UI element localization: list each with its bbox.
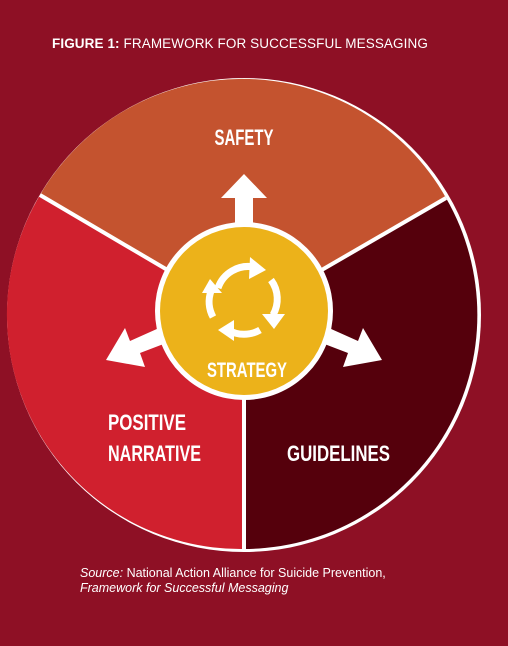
label-safety: SAFETY xyxy=(215,125,274,150)
source-note: Source: National Action Alliance for Sui… xyxy=(80,566,386,596)
source-organization: National Action Alliance for Suicide Pre… xyxy=(126,566,386,580)
label-positive: POSITIVE xyxy=(108,410,186,435)
figure-label: FIGURE 1: xyxy=(52,36,120,51)
cycle-arrowheads xyxy=(202,257,285,341)
figure-title: FRAMEWORK FOR SUCCESSFUL MESSAGING xyxy=(123,36,428,51)
arrow-up xyxy=(221,174,267,228)
source-publication: Framework for Successful Messaging xyxy=(80,581,289,595)
arrow-left xyxy=(106,324,174,367)
source-line-1: Source: National Action Alliance for Sui… xyxy=(80,566,386,581)
label-strategy: STRATEGY xyxy=(207,359,287,382)
figure-caption: FIGURE 1: FRAMEWORK FOR SUCCESSFUL MESSA… xyxy=(52,36,428,51)
source-prefix: Source: xyxy=(80,566,124,580)
strategy-circle-fill xyxy=(160,227,328,395)
arrow-right xyxy=(314,324,382,367)
label-narrative: NARRATIVE xyxy=(108,441,201,466)
label-guidelines: GUIDELINES xyxy=(287,441,390,466)
